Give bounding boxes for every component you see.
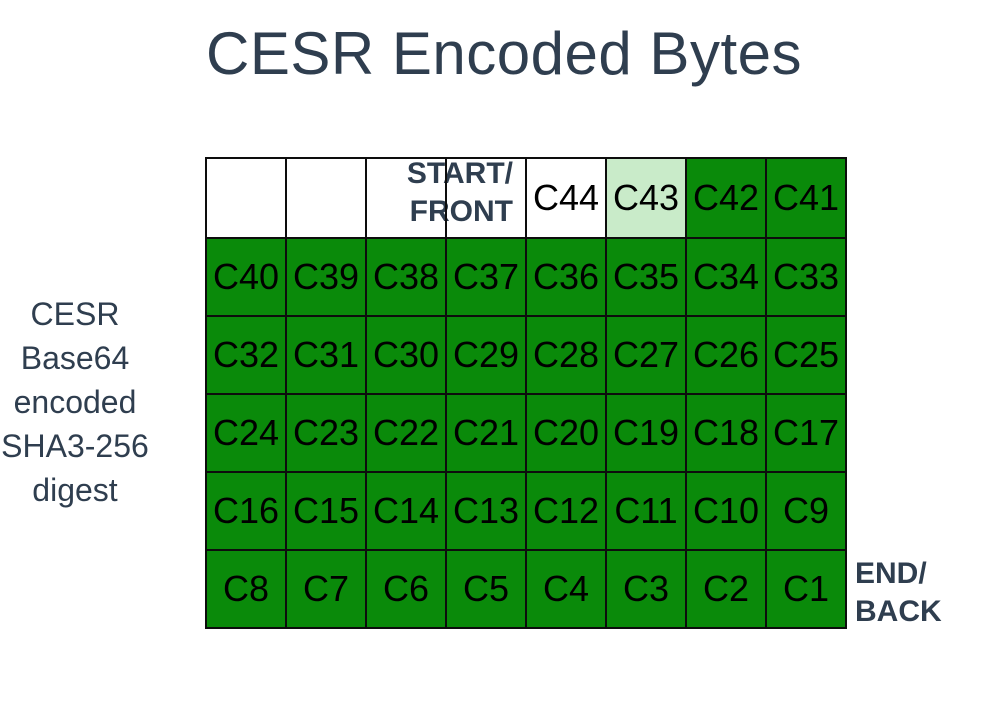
byte-cell-c4[interactable]: C4 — [525, 549, 607, 629]
byte-cell-c22[interactable]: C22 — [365, 393, 447, 473]
byte-cell-spacer — [445, 157, 527, 239]
byte-cell-c28[interactable]: C28 — [525, 315, 607, 395]
byte-cell-c9[interactable]: C9 — [765, 471, 847, 551]
byte-cell-c20[interactable]: C20 — [525, 393, 607, 473]
byte-cell-c24[interactable]: C24 — [205, 393, 287, 473]
byte-cell-c2[interactable]: C2 — [685, 549, 767, 629]
side-caption-line-2: encoded — [13, 384, 137, 420]
byte-cell-c13[interactable]: C13 — [445, 471, 527, 551]
byte-cell-c3[interactable]: C3 — [605, 549, 687, 629]
byte-cell-c7[interactable]: C7 — [285, 549, 367, 629]
byte-cell-c5[interactable]: C5 — [445, 549, 527, 629]
end-back-label: END/BACK — [855, 555, 1005, 631]
byte-cell-c40[interactable]: C40 — [205, 237, 287, 317]
byte-cell-c32[interactable]: C32 — [205, 315, 287, 395]
byte-cell-spacer — [365, 157, 447, 239]
end-label-line-0: END/ — [855, 557, 927, 590]
byte-cell-c37[interactable]: C37 — [445, 237, 527, 317]
byte-cell-c29[interactable]: C29 — [445, 315, 527, 395]
byte-cell-c39[interactable]: C39 — [285, 237, 367, 317]
byte-cell-c10[interactable]: C10 — [685, 471, 767, 551]
side-caption-line-3: SHA3-256 — [1, 428, 149, 464]
side-caption-line-0: CESR — [30, 296, 120, 332]
byte-cell-c30[interactable]: C30 — [365, 315, 447, 395]
byte-cell-spacer — [285, 157, 367, 239]
byte-cell-c25[interactable]: C25 — [765, 315, 847, 395]
page-title: CESR Encoded Bytes — [206, 20, 802, 87]
byte-cell-c38[interactable]: C38 — [365, 237, 447, 317]
byte-cell-c17[interactable]: C17 — [765, 393, 847, 473]
byte-cell-c14[interactable]: C14 — [365, 471, 447, 551]
byte-cell-spacer — [205, 157, 287, 239]
byte-cell-c23[interactable]: C23 — [285, 393, 367, 473]
byte-cell-c34[interactable]: C34 — [685, 237, 767, 317]
byte-cell-c11[interactable]: C11 — [605, 471, 687, 551]
byte-cell-c19[interactable]: C19 — [605, 393, 687, 473]
byte-cell-c33[interactable]: C33 — [765, 237, 847, 317]
end-label-line-1: BACK — [855, 595, 942, 628]
byte-cell-c15[interactable]: C15 — [285, 471, 367, 551]
byte-cell-c42[interactable]: C42 — [685, 157, 767, 239]
byte-cell-c36[interactable]: C36 — [525, 237, 607, 317]
side-caption-line-4: digest — [32, 472, 118, 508]
side-caption-line-1: Base64 — [20, 340, 130, 376]
byte-cell-c21[interactable]: C21 — [445, 393, 527, 473]
byte-cell-c8[interactable]: C8 — [205, 549, 287, 629]
byte-cell-c26[interactable]: C26 — [685, 315, 767, 395]
byte-cell-c41[interactable]: C41 — [765, 157, 847, 239]
byte-cell-c1[interactable]: C1 — [765, 549, 847, 629]
byte-cell-c43[interactable]: C43 — [605, 157, 687, 239]
byte-cell-c44[interactable]: C44 — [525, 157, 607, 239]
byte-cell-c6[interactable]: C6 — [365, 549, 447, 629]
byte-cell-c16[interactable]: C16 — [205, 471, 287, 551]
byte-cell-c31[interactable]: C31 — [285, 315, 367, 395]
byte-cell-c27[interactable]: C27 — [605, 315, 687, 395]
byte-cell-c35[interactable]: C35 — [605, 237, 687, 317]
byte-cell-c12[interactable]: C12 — [525, 471, 607, 551]
byte-cell-c18[interactable]: C18 — [685, 393, 767, 473]
